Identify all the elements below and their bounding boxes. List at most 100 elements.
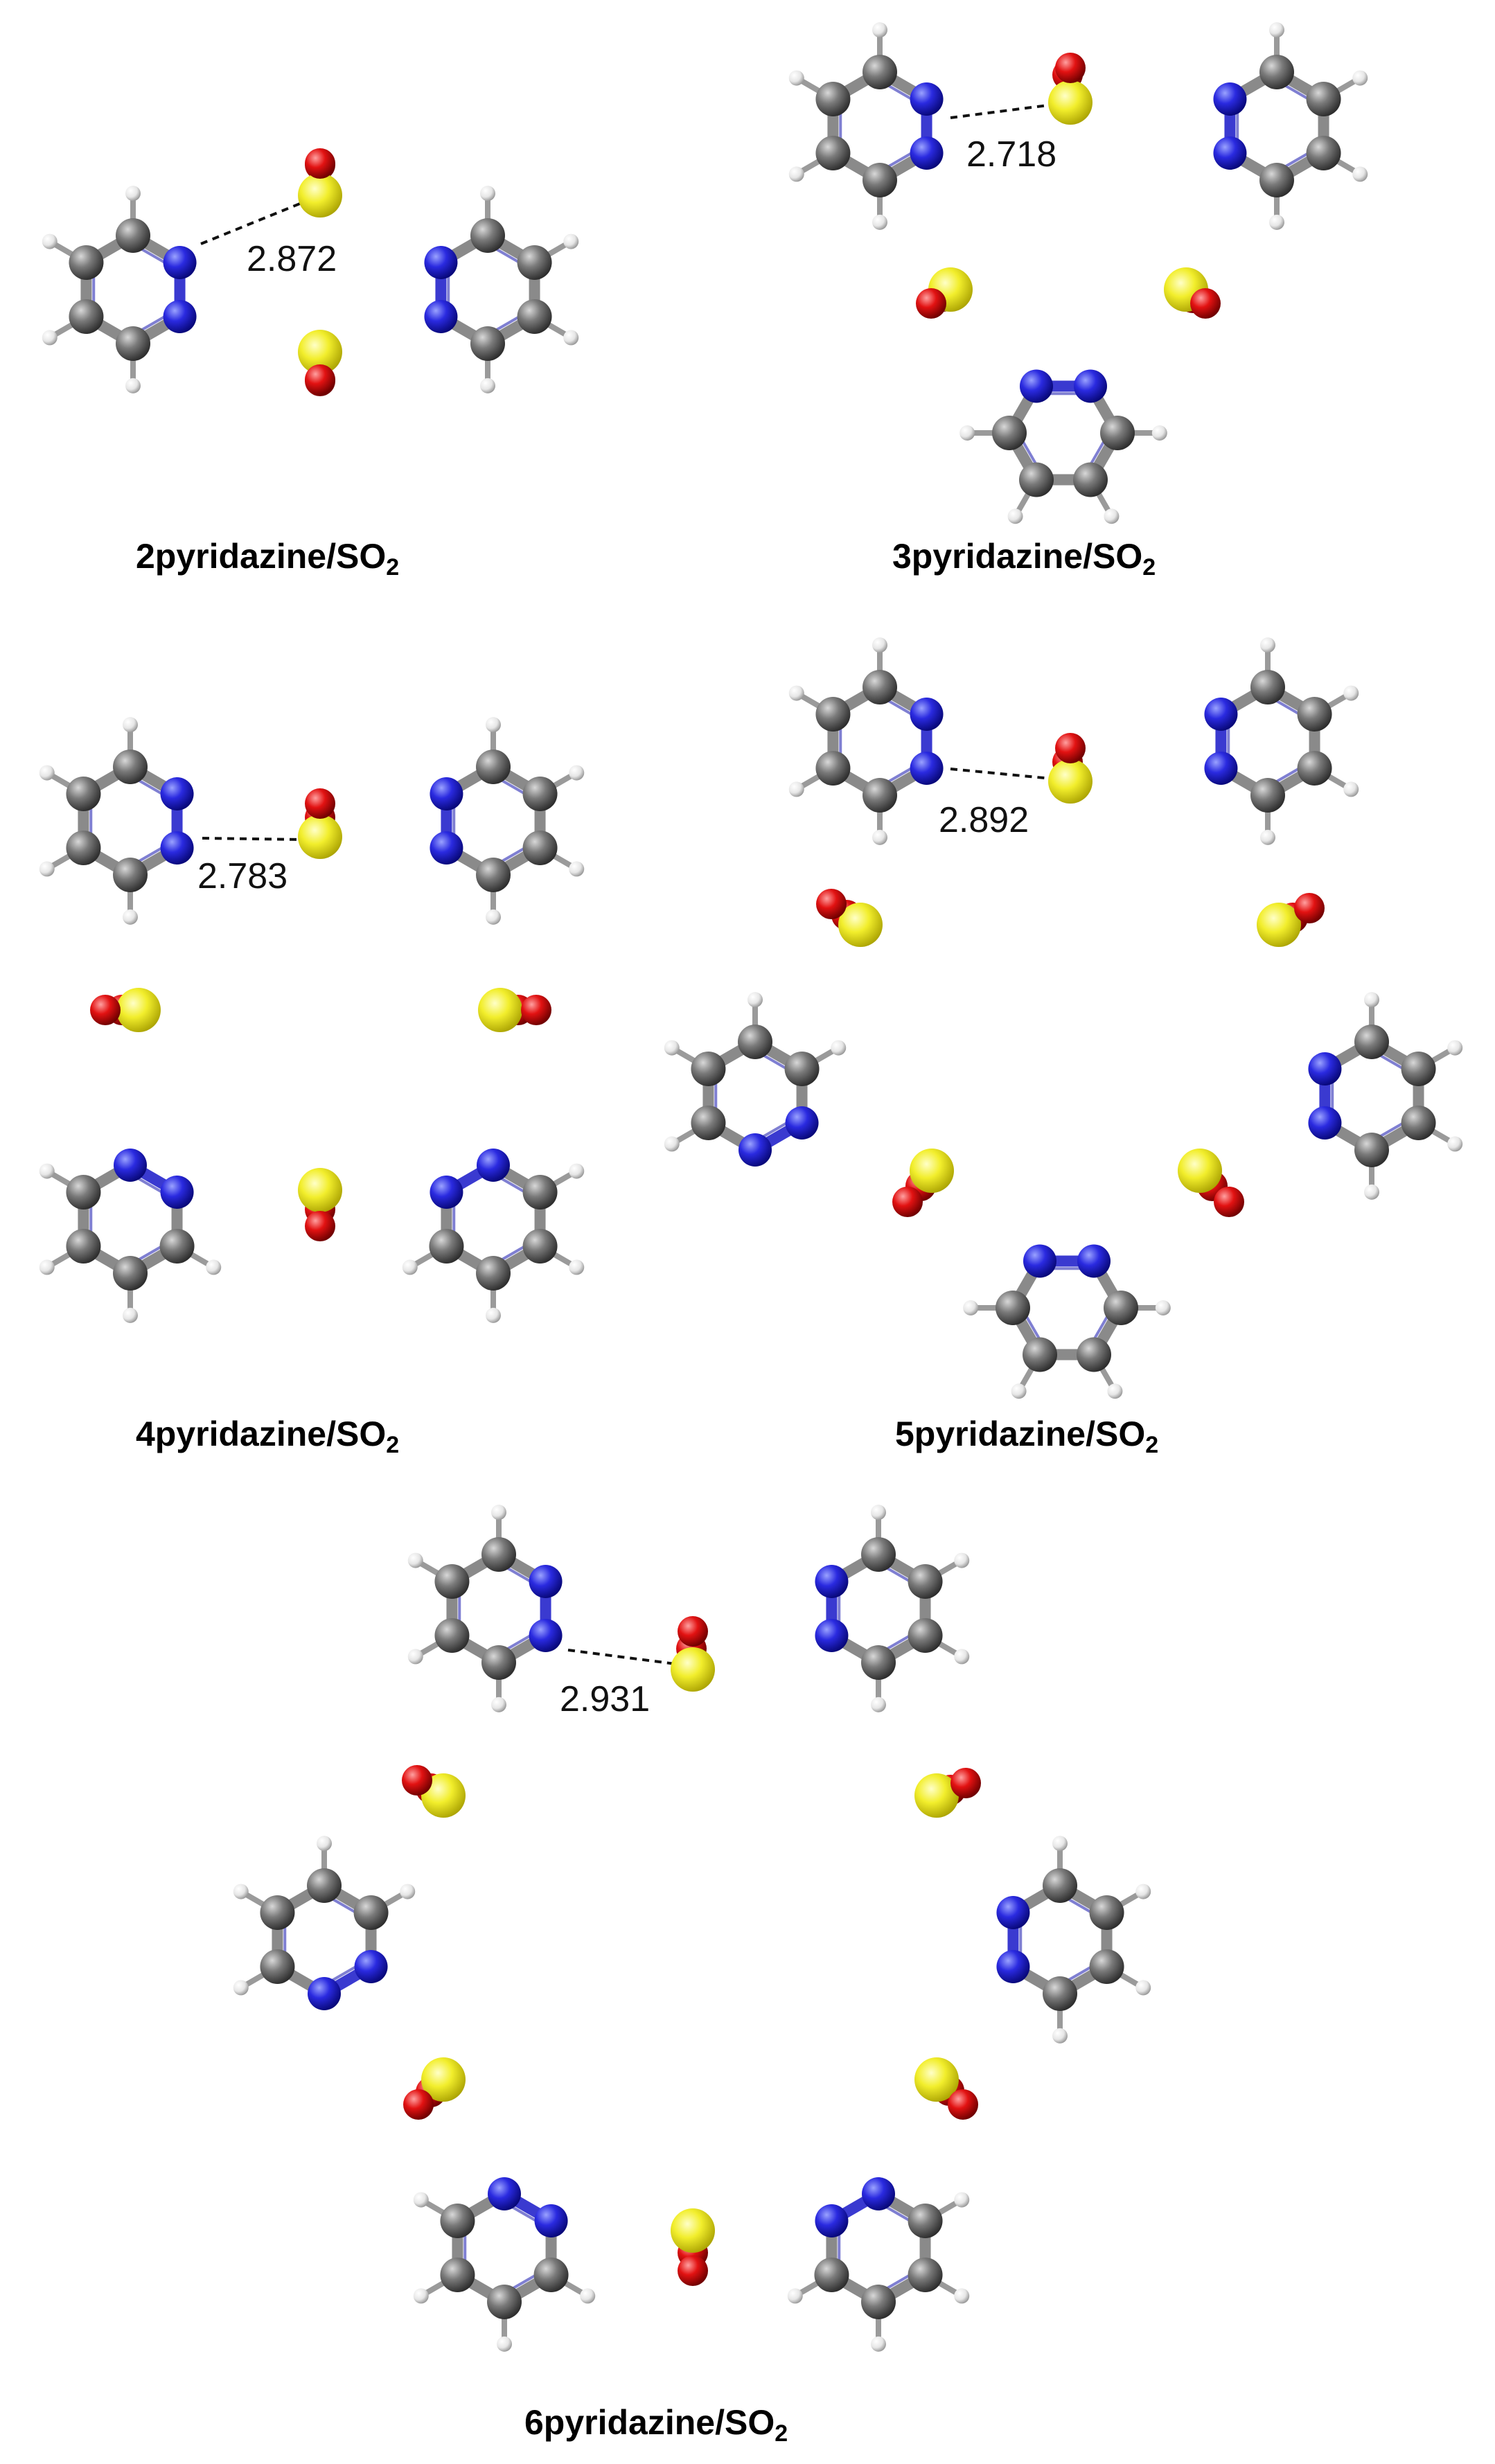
carbon-atom xyxy=(1297,751,1332,786)
carbon-atom xyxy=(481,1645,516,1680)
hydrogen-atom xyxy=(39,765,55,781)
carbon-atom xyxy=(861,1645,896,1680)
carbon-atom xyxy=(66,777,101,811)
sulfur-atom xyxy=(914,2057,959,2102)
nitrogen-atom xyxy=(996,1896,1030,1929)
hydrogen-atom xyxy=(413,2192,429,2208)
carbon-atom xyxy=(522,1229,558,1264)
oxygen-atom xyxy=(403,2089,434,2120)
carbon-atom xyxy=(815,82,851,116)
oxygen-atom xyxy=(90,995,121,1025)
hydrogen-atom xyxy=(317,1836,332,1852)
hydrogen-atom xyxy=(1269,214,1284,230)
carbon-atom xyxy=(476,1256,511,1291)
carbon-atom xyxy=(353,1895,389,1930)
carbon-atom xyxy=(861,1537,896,1572)
oxygen-atom xyxy=(305,1211,335,1241)
oxygen-atom xyxy=(892,1187,923,1217)
hydrogen-atom xyxy=(42,233,57,249)
contact-line xyxy=(950,768,1059,781)
carbon-atom xyxy=(434,1564,470,1599)
nitrogen-atom xyxy=(815,1565,849,1598)
nitrogen-atom xyxy=(534,2204,568,2237)
panel-label-4: 4pyridazine/SO2 xyxy=(136,1415,400,1458)
carbon-atom xyxy=(517,299,552,334)
nitrogen-atom xyxy=(1020,369,1053,403)
nitrogen-atom xyxy=(1204,752,1238,785)
hydrogen-atom xyxy=(748,992,763,1008)
hydrogen-atom xyxy=(480,378,495,393)
nitrogen-atom xyxy=(424,246,458,279)
sulfur-atom xyxy=(421,2057,466,2102)
carbon-atom xyxy=(1077,1337,1111,1372)
hydrogen-atom xyxy=(480,186,495,202)
carbon-atom xyxy=(1354,1133,1389,1167)
nitrogen-atom xyxy=(1074,369,1107,403)
hydrogen-atom xyxy=(39,1163,55,1179)
carbon-atom xyxy=(260,1895,295,1930)
carbon-atom xyxy=(1250,778,1285,813)
oxygen-atom xyxy=(1055,53,1086,83)
hydrogen-atom xyxy=(1364,992,1379,1008)
oxygen-atom xyxy=(1294,893,1325,923)
nitrogen-atom xyxy=(1023,1244,1056,1278)
sulfur-atom xyxy=(1048,80,1092,125)
distance-label-2: 2.872 xyxy=(247,239,337,279)
nitrogen-atom xyxy=(488,2177,521,2210)
bonds-layer xyxy=(44,27,1458,2347)
carbon-atom xyxy=(522,777,558,811)
carbon-atom xyxy=(908,1618,943,1653)
hydrogen-atom xyxy=(1135,1980,1151,1996)
carbon-atom xyxy=(116,326,150,361)
nitrogen-atom xyxy=(910,136,944,170)
oxygen-atom xyxy=(1214,1187,1244,1217)
nitrogen-atom xyxy=(430,777,463,810)
contact-line xyxy=(200,196,316,245)
carbon-atom xyxy=(1104,1291,1138,1325)
nitrogen-atom xyxy=(1308,1052,1342,1085)
hydrogen-atom xyxy=(233,1884,249,1899)
carbon-atom xyxy=(784,1052,820,1086)
carbon-atom xyxy=(908,2258,943,2292)
contact-line xyxy=(950,103,1059,119)
hydrogen-atom xyxy=(42,330,57,346)
atoms-layer xyxy=(39,22,1463,2352)
nitrogen-atom xyxy=(430,831,463,865)
hydrogen-atom xyxy=(872,22,887,38)
carbon-atom xyxy=(481,1537,516,1572)
carbon-atom xyxy=(159,1229,195,1264)
contact-line xyxy=(202,837,306,841)
oxygen-atom xyxy=(950,1768,981,1798)
hydrogen-atom xyxy=(563,330,579,346)
hydrogen-atom xyxy=(1352,166,1368,182)
hydrogen-atom xyxy=(569,861,585,877)
hydrogen-atom xyxy=(872,829,887,845)
hydrogen-atom xyxy=(1107,1383,1123,1399)
hydrogen-atom xyxy=(954,2288,970,2304)
carbon-atom xyxy=(862,55,897,89)
hydrogen-atom xyxy=(1364,1184,1379,1200)
carbon-atom xyxy=(69,245,104,280)
nitrogen-atom xyxy=(1204,698,1238,731)
hydrogen-atom xyxy=(1151,425,1167,441)
carbon-atom xyxy=(440,2204,475,2238)
carbon-atom xyxy=(470,326,505,361)
carbon-atom xyxy=(862,163,897,197)
sulfur-atom xyxy=(298,173,342,218)
distance-label-4: 2.783 xyxy=(197,856,288,896)
oxygen-atom xyxy=(1190,288,1221,319)
sulfur-atom xyxy=(1048,759,1092,804)
hydrogen-atom xyxy=(486,909,501,925)
sulfur-atom xyxy=(671,2208,715,2253)
hydrogen-atom xyxy=(123,909,138,925)
hydrogen-atom xyxy=(788,685,804,701)
hydrogen-atom xyxy=(1052,2028,1068,2044)
carbon-atom xyxy=(691,1052,726,1086)
carbon-atom xyxy=(996,1291,1030,1325)
hydrogen-atom xyxy=(954,1649,970,1665)
carbon-atom xyxy=(814,2258,849,2292)
distance-label-3: 2.718 xyxy=(966,134,1057,175)
carbon-atom xyxy=(470,218,505,253)
hydrogen-atom xyxy=(580,2288,596,2304)
